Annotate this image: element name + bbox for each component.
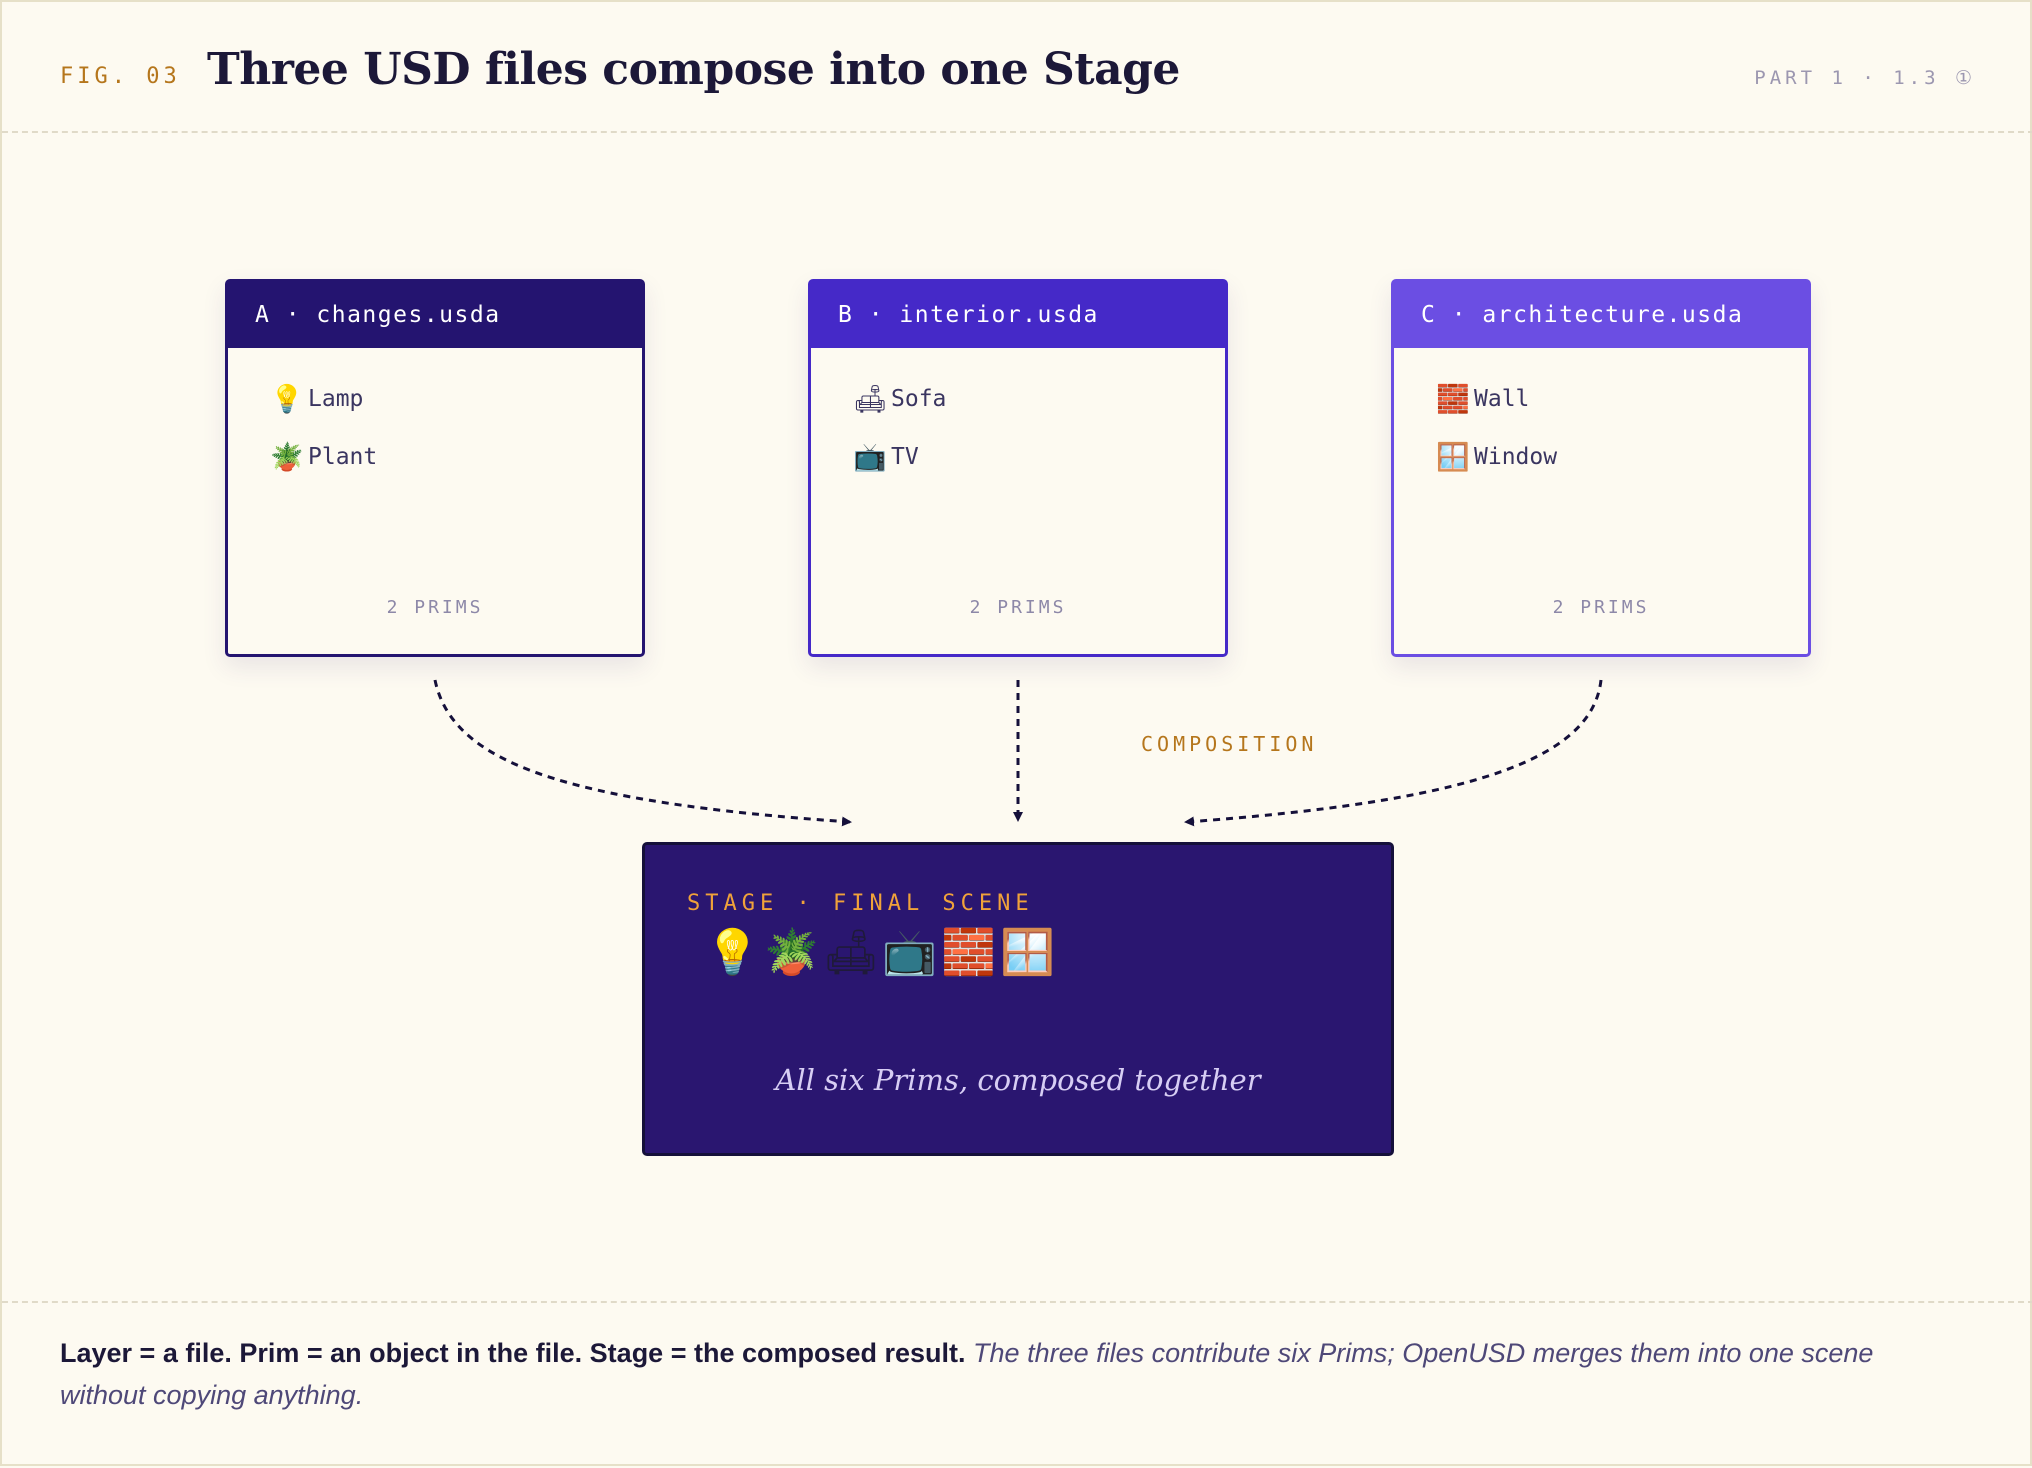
prim-count: 2 PRIMS [969,597,1067,618]
page-title: Three USD files compose into one Stage [207,44,1180,95]
prim-count: 2 PRIMS [386,597,484,618]
prim-label: TV [891,444,919,470]
prim-list: 🧱 Wall 🪟 Window [1394,348,1808,486]
composition-label: COMPOSITION [1141,732,1318,756]
layer-card-title: A · changes.usda [228,282,642,348]
layer-card-title: C · architecture.usda [1394,282,1808,348]
list-item: 💡 Lamp [270,370,642,428]
stage-caption: All six Prims, composed together [775,1063,1261,1097]
figure-header: FIG. 03 Three USD files compose into one… [2,2,2032,133]
figure-caption: Layer = a file. Prim = an object in the … [60,1332,1960,1416]
prim-label: Sofa [891,386,947,412]
list-item: 🪴 Plant [270,428,642,486]
plant-icon: 🪴 [764,927,819,978]
figure-number: FIG. 03 [60,64,181,89]
list-item: 🧱 Wall [1436,370,1808,428]
list-item: 📺 TV [853,428,1225,486]
sofa-icon: 🛋 [823,927,879,978]
caption-definition: Layer = a file. Prim = an object in the … [60,1338,966,1368]
stage-prim-icons: 💡 🪴 🛋 📺 🧱 🪟 [705,931,1059,975]
prim-label: Wall [1474,386,1530,412]
window-icon: 🪟 [1436,441,1470,473]
arrow-a-to-stage [433,679,852,827]
footer-divider [2,1301,2032,1303]
layer-card-c: C · architecture.usda 🧱 Wall 🪟 Window 2 … [1391,279,1811,657]
stage-title: STAGE · FINAL SCENE [687,891,1034,916]
tv-icon: 📺 [853,441,887,473]
prim-list: 💡 Lamp 🪴 Plant [228,348,642,486]
prim-label: Window [1474,444,1558,470]
plant-icon: 🪴 [270,441,304,473]
wall-icon: 🧱 [941,927,996,978]
layer-card-title: B · interior.usda [811,282,1225,348]
prim-label: Plant [308,444,378,470]
lamp-icon: 💡 [705,927,760,978]
list-item: 🛋 Sofa [853,370,1225,428]
layer-card-b: B · interior.usda 🛋 Sofa 📺 TV 2 PRIMS [808,279,1228,657]
window-icon: 🪟 [1000,927,1055,978]
section-reference: PART 1 · 1.3 ① [1754,67,1976,89]
caption-explanation: The three files contribute six Prims; Op… [60,1338,1874,1410]
layer-card-a: A · changes.usda 💡 Lamp 🪴 Plant 2 PRIMS [225,279,645,657]
tv-icon: 📺 [882,927,937,978]
sofa-icon: 🛋 [853,383,888,415]
list-item: 🪟 Window [1436,428,1808,486]
lamp-icon: 💡 [270,383,304,415]
wall-icon: 🧱 [1436,383,1470,415]
stage-box: STAGE · FINAL SCENE 💡 🪴 🛋 📺 🧱 🪟 All six … [642,842,1394,1156]
prim-label: Lamp [308,386,364,412]
prim-list: 🛋 Sofa 📺 TV [811,348,1225,486]
prim-count: 2 PRIMS [1552,597,1650,618]
